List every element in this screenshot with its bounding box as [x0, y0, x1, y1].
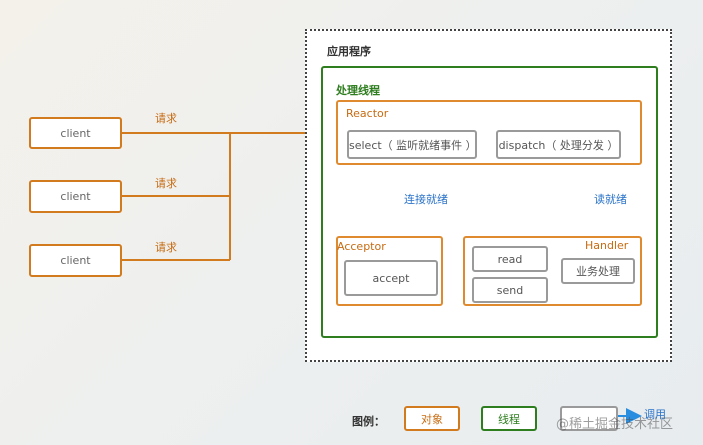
client-label: client — [60, 126, 91, 140]
legend-title: 图例： — [352, 415, 385, 428]
reactor-title: Reactor — [346, 107, 389, 120]
client-label: client — [60, 254, 91, 267]
client-box-1: client — [29, 117, 122, 149]
client-label: client — [60, 190, 91, 203]
request-label: 请求 — [155, 241, 177, 254]
accept-box: accept — [344, 260, 438, 296]
legend-call-label: 调用 — [644, 408, 666, 421]
legend-object: 对象 — [404, 406, 460, 431]
read-label: read — [497, 252, 523, 266]
accept-label: accept — [372, 271, 410, 285]
connection-ready-label: 连接就绪 — [404, 193, 448, 206]
select-label: select（ 监听就绪事件 ） — [349, 138, 477, 152]
request-label: 请求 — [155, 112, 177, 125]
select-box: select（ 监听就绪事件 ） — [347, 130, 477, 159]
business-box: 业务处理 — [561, 258, 635, 284]
send-label: send — [496, 283, 524, 297]
watermark: @稀土掘金技术社区 — [556, 417, 674, 432]
legend-thread: 线程 — [481, 406, 537, 431]
client-box-2: client — [29, 180, 122, 213]
legend-grey-box — [560, 406, 618, 431]
application-title: 应用程序 — [327, 45, 371, 58]
handler-title: Handler — [585, 239, 629, 252]
legend-object-label: 对象 — [421, 412, 443, 426]
dispatch-label: dispatch（ 处理分发 ） — [498, 138, 619, 152]
thread-title: 处理线程 — [336, 84, 380, 97]
business-label: 业务处理 — [576, 265, 620, 278]
read-ready-label: 读就绪 — [594, 193, 627, 206]
acceptor-title: Acceptor — [337, 240, 386, 253]
read-box: read — [472, 246, 548, 272]
legend-thread-label: 线程 — [498, 412, 520, 426]
send-box: send — [472, 277, 548, 303]
request-label: 请求 — [155, 177, 177, 190]
dispatch-box: dispatch（ 处理分发 ） — [496, 130, 621, 159]
client-box-3: client — [29, 244, 122, 277]
